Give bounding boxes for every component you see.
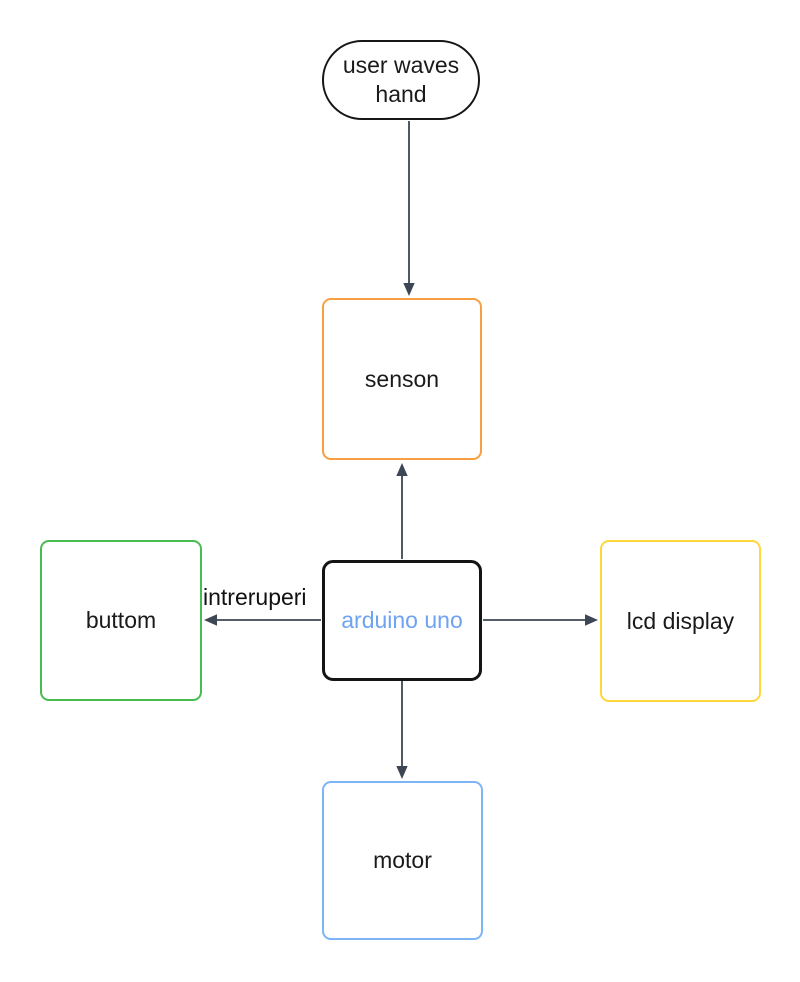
node-label: senson (364, 365, 440, 392)
arrowhead-right-icon (585, 614, 598, 626)
edge-arduino-uno-to-buttom (204, 614, 321, 626)
arrowhead-up-icon (396, 463, 408, 476)
node-label: buttom (85, 607, 157, 634)
node-buttom[interactable]: buttom (40, 540, 202, 701)
node-motor[interactable]: motor (322, 781, 483, 940)
node-label: arduino uno (341, 607, 463, 634)
arrowhead-left-icon (204, 614, 217, 626)
edge-arduino-uno-to-senson (396, 463, 408, 559)
node-label: user waves hand (342, 52, 460, 107)
node-arduino-uno[interactable]: arduino uno (322, 560, 482, 681)
edge-arduino-uno-to-motor (396, 681, 408, 779)
node-senson[interactable]: senson (322, 298, 482, 460)
edge-label-intreruperi: intreruperi (203, 584, 307, 610)
edge-arduino-uno-to-lcd-display (483, 614, 598, 626)
edge-user-waves-hand-to-senson (403, 121, 415, 296)
node-label: lcd display (626, 607, 735, 634)
node-lcd-display[interactable]: lcd display (600, 540, 761, 702)
arrowhead-down-icon (396, 766, 408, 779)
node-user-waves-hand[interactable]: user waves hand (322, 40, 480, 120)
arrowhead-down-icon (403, 283, 415, 296)
node-label: motor (373, 847, 432, 874)
